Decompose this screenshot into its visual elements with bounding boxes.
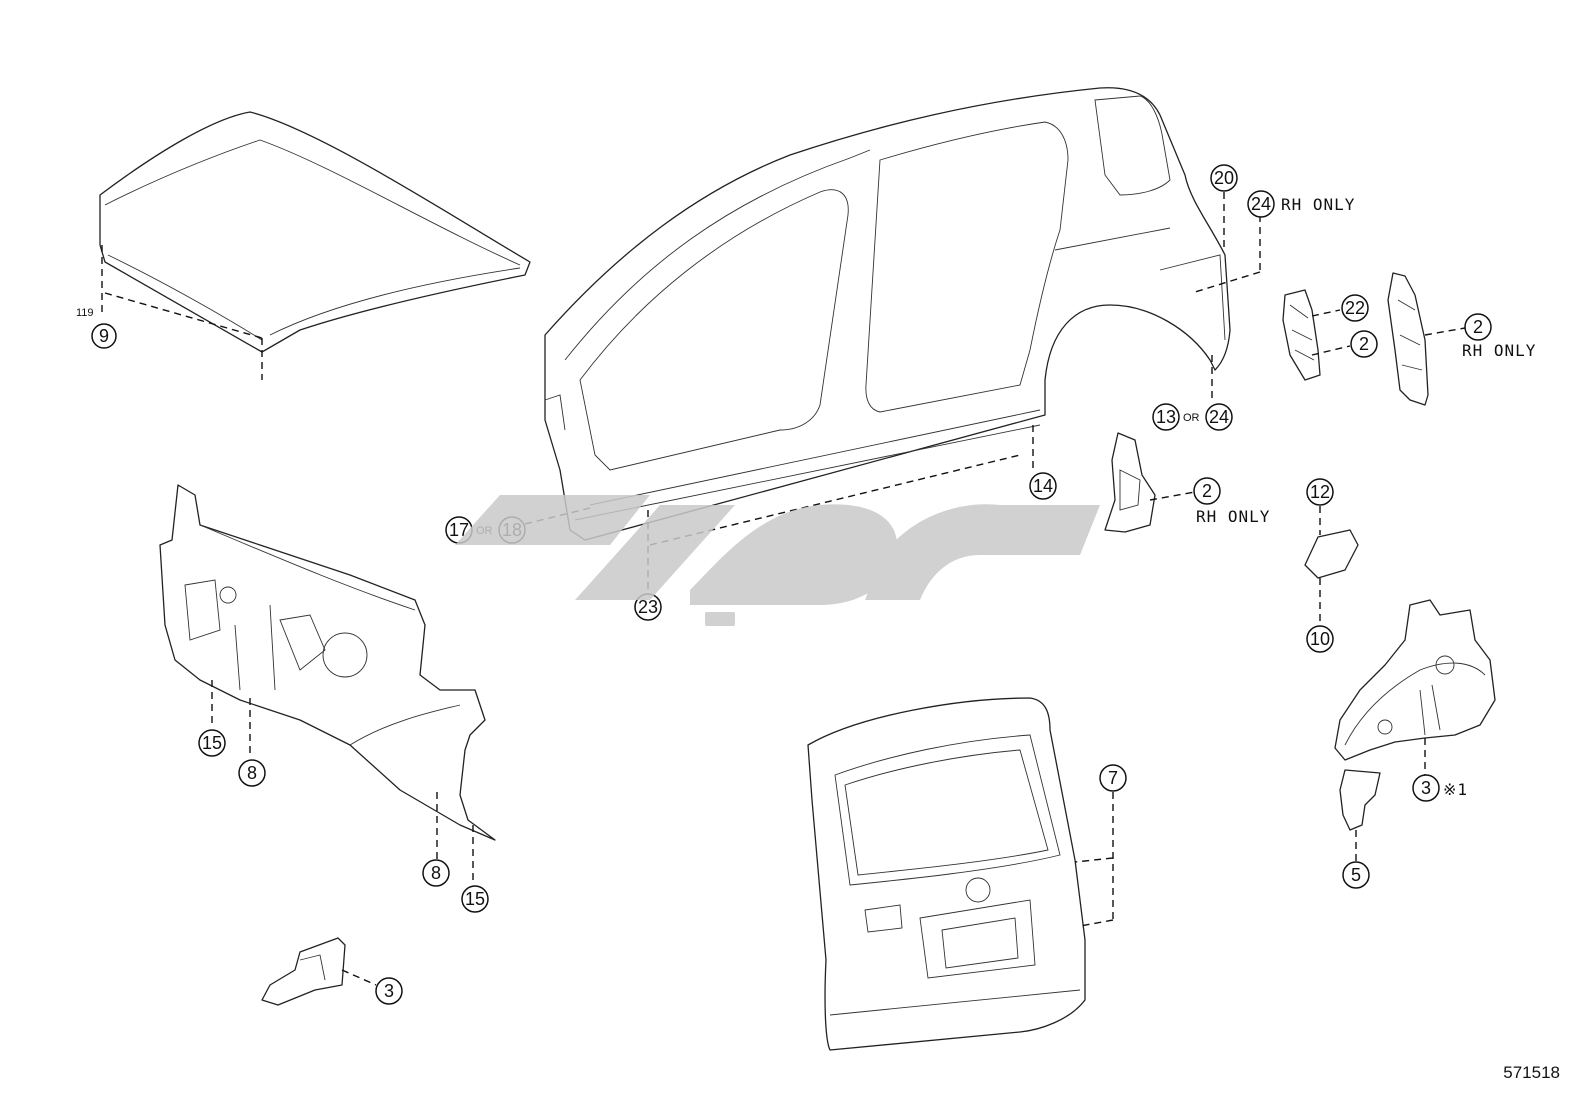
leader-2b xyxy=(1424,327,1466,336)
callout-15b-label: 15 xyxy=(465,889,485,909)
quarter-bracket-22 xyxy=(1282,289,1321,381)
callout-2c-label: 2 xyxy=(1202,481,1212,501)
floor-bracket-3 xyxy=(261,937,346,1006)
leader-22 xyxy=(1311,309,1341,317)
callout-15b: 15 xyxy=(461,885,489,913)
leader-3a xyxy=(341,969,377,986)
callout-8b-label: 8 xyxy=(431,863,441,883)
callout-2c: 2 xyxy=(1193,477,1221,505)
watermark-logo xyxy=(455,495,1100,626)
or-connector-2: OR xyxy=(1183,412,1200,424)
rear-bracket-5 xyxy=(1339,769,1381,831)
callout-9-label: 9 xyxy=(99,326,109,346)
callout-24-bottom: 24 xyxy=(1205,403,1233,431)
callout-5-label: 5 xyxy=(1351,865,1361,885)
leader-7c xyxy=(1079,919,1114,927)
small-bracket-12 xyxy=(1304,529,1359,579)
callout-13-label: 13 xyxy=(1156,407,1176,427)
hood-panel xyxy=(99,111,531,353)
back-door-panel xyxy=(807,697,1086,1051)
callout-2b: 2 xyxy=(1464,313,1492,341)
leader-7b xyxy=(1074,857,1114,863)
dash-panel xyxy=(159,484,496,841)
note-mark-1: ※1 xyxy=(1443,780,1468,799)
callout-23-label: 23 xyxy=(638,597,658,617)
callout-24-bottom-label: 24 xyxy=(1209,407,1229,427)
callout-12: 12 xyxy=(1306,478,1334,506)
center-pillar-bracket xyxy=(1104,432,1156,533)
callout-3a: 3 xyxy=(375,977,403,1005)
callout-8b: 8 xyxy=(422,859,450,887)
callout-7: 7 xyxy=(1099,764,1127,792)
rear-wheel-house-panel xyxy=(1334,599,1496,761)
callout-20-label: 20 xyxy=(1214,168,1234,188)
rh-only-note-2-right: RH ONLY xyxy=(1462,341,1536,360)
callout-22: 22 xyxy=(1341,294,1369,322)
callout-2a: 2 xyxy=(1350,330,1378,358)
callout-3b: 3 xyxy=(1412,774,1440,802)
leader-2c xyxy=(1149,491,1196,501)
callout-8a: 8 xyxy=(238,759,266,787)
side-body-panel xyxy=(544,87,1231,541)
callout-24-top-label: 24 xyxy=(1251,194,1271,214)
callout-22-label: 22 xyxy=(1345,298,1365,318)
callout-12-label: 12 xyxy=(1310,482,1330,502)
callout-14: 14 xyxy=(1029,472,1057,500)
leader-2a xyxy=(1311,345,1351,356)
leader-hood-119 xyxy=(104,292,263,339)
callout-2b-label: 2 xyxy=(1473,317,1483,337)
callout-15a-label: 15 xyxy=(202,733,222,753)
callout-10-label: 10 xyxy=(1310,629,1330,649)
callout-10: 10 xyxy=(1306,625,1334,653)
callout-24-top: 24 xyxy=(1247,190,1275,218)
callout-8a-label: 8 xyxy=(247,763,257,783)
callout-14-label: 14 xyxy=(1033,476,1053,496)
callout-9: 9 xyxy=(91,323,117,349)
callout-3b-label: 3 xyxy=(1421,778,1431,798)
callout-3a-label: 3 xyxy=(384,981,394,1001)
callout-5: 5 xyxy=(1342,861,1370,889)
diagram-id: 571518 xyxy=(1503,1063,1560,1082)
callout-23: 23 xyxy=(634,593,662,621)
rh-only-note-24: RH ONLY xyxy=(1281,195,1355,214)
rear-pillar-reinforcement xyxy=(1387,272,1429,406)
rh-only-note-2-mid: RH ONLY xyxy=(1196,507,1270,526)
callout-15a: 15 xyxy=(198,729,226,757)
callout-13: 13 xyxy=(1152,403,1180,431)
callout-7-label: 7 xyxy=(1108,768,1118,788)
callout-119-label: 119 xyxy=(76,307,94,319)
callout-2a-label: 2 xyxy=(1359,334,1369,354)
callout-20: 20 xyxy=(1210,164,1238,192)
